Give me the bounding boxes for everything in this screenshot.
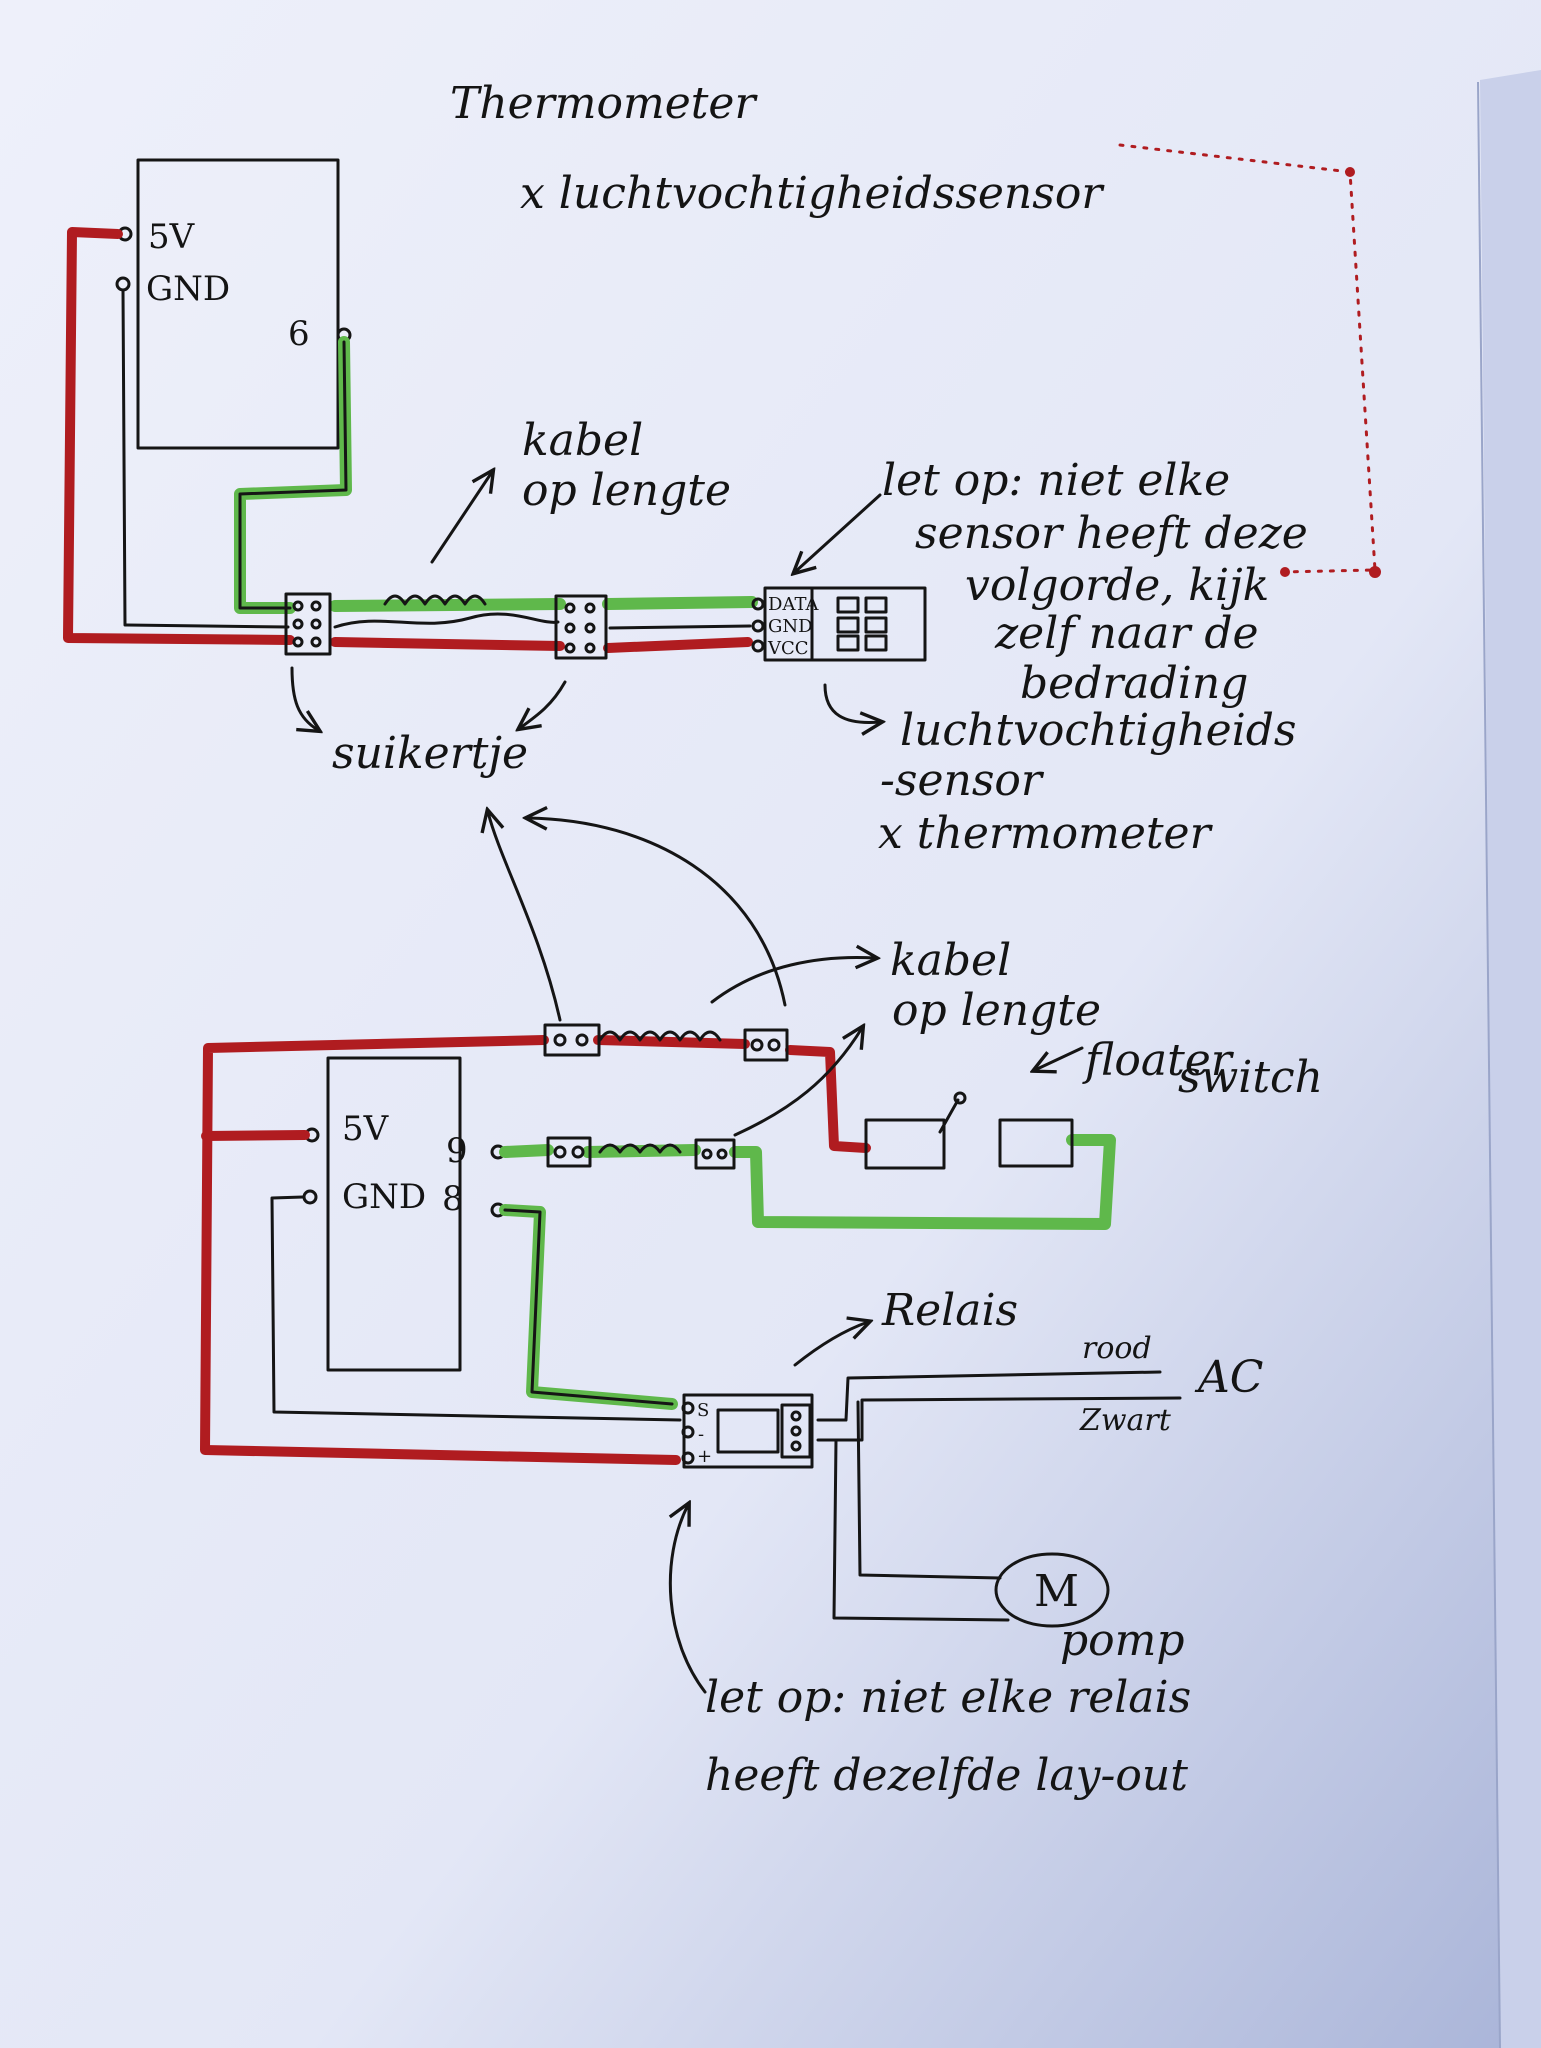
arrow-cable-bottom-1 <box>710 958 875 1004</box>
wire-gnd-top <box>121 288 290 629</box>
cable-note-bottom-2: op lengte <box>892 985 1101 1036</box>
arrow-sensor-label <box>823 683 880 723</box>
sensor-pin-vcc: VCC <box>767 638 809 659</box>
wire-ac-zwart <box>816 1396 1182 1442</box>
terminal-block-bottom-red-2 <box>743 1028 789 1062</box>
wire-pump-2 <box>832 1438 1010 1622</box>
arrow-warning-top <box>795 493 882 572</box>
humidity-sensor-module <box>751 586 927 662</box>
sensor-pin-data: DATA <box>768 594 819 615</box>
pump-motor <box>994 1552 1110 1628</box>
arduino-board-bottom <box>326 1056 462 1372</box>
motor-symbol: M <box>1034 1566 1079 1617</box>
sensor-label-2: -sensor <box>880 755 1045 806</box>
cable-note-top-2: op lengte <box>522 465 731 516</box>
relay-pin-minus: - <box>698 1424 704 1445</box>
title-line-2: x luchtvochtigheidssensor <box>520 168 1105 219</box>
float-switch-label-1: floater <box>1082 1035 1235 1086</box>
connector-label: suikertje <box>332 728 528 779</box>
wire-5v-top <box>63 227 295 645</box>
svg-text:let op: niet elke: let op: niet elke <box>882 455 1230 506</box>
pin-5v-top: 5V <box>148 217 196 257</box>
wire-pin9-bottom <box>499 1144 554 1158</box>
pin-gnd-top: GND <box>146 269 230 309</box>
sensor-label-1: luchtvochtigheids <box>900 705 1297 756</box>
relay-note-1: let op: niet elke relais <box>705 1672 1191 1723</box>
relay-pin-plus: + <box>697 1446 712 1467</box>
terminal-block-top-left <box>284 592 332 656</box>
sensor-pin-gnd: GND <box>768 616 813 637</box>
wire-5v-bottom <box>201 1130 310 1141</box>
pin-5v-bottom: 5V <box>342 1109 390 1149</box>
wire-ac-rood <box>816 1370 1162 1422</box>
arrow-cable-bottom-2 <box>733 1028 862 1137</box>
arrow-to-connector-label-1 <box>488 812 562 1022</box>
wire-zwart-label: Zwart <box>1079 1403 1172 1438</box>
arrow-float-switch <box>1035 1046 1084 1070</box>
terminal-block-top-right <box>554 594 608 660</box>
svg-text:volgorde, kijk: volgorde, kijk <box>965 560 1269 611</box>
red-dotted-bracket <box>1118 143 1377 574</box>
arduino-board-top <box>136 158 340 450</box>
svg-text:sensor heeft deze: sensor heeft deze <box>915 508 1308 559</box>
sensor-label-3: x thermometer <box>878 808 1214 859</box>
float-switch <box>864 1091 1074 1170</box>
pump-label: pomp <box>1060 1615 1185 1666</box>
arrow-cable-top <box>430 472 492 564</box>
arrow-to-connector-label-2 <box>528 818 787 1007</box>
relay-note-2: heeft dezelfde lay-out <box>705 1750 1188 1801</box>
cable-note-top-1: kabel <box>522 415 643 466</box>
wire-rood-label: rood <box>1082 1331 1152 1366</box>
relay-module <box>681 1393 814 1469</box>
ac-label: AC <box>1194 1352 1263 1403</box>
pin-9-bottom: 9 <box>446 1131 468 1171</box>
float-switch-label-2: switch <box>1178 1052 1323 1103</box>
warning-note-top: let op: niet elke sensor heeft deze volg… <box>882 455 1308 709</box>
pin-6-top: 6 <box>288 314 310 354</box>
svg-text:zelf naar de: zelf naar de <box>994 608 1259 659</box>
arrow-relay-label <box>793 1322 868 1367</box>
relay-pin-s: S <box>697 1400 709 1421</box>
pin-gnd-bottom: GND <box>342 1177 426 1217</box>
cable-note-bottom-1: kabel <box>890 935 1011 986</box>
title-line-1: Thermometer <box>450 78 758 129</box>
relay-label: Relais <box>881 1285 1018 1336</box>
terminal-block-bottom-green-2 <box>694 1138 736 1170</box>
terminal-block-bottom-green-1 <box>546 1136 592 1168</box>
svg-text:bedrading: bedrading <box>1020 658 1248 709</box>
pin-8-bottom: 8 <box>442 1179 464 1219</box>
arrow-relay-note <box>670 1505 707 1694</box>
wire-pump-1 <box>856 1400 1002 1580</box>
wire-gnd-bottom <box>270 1195 682 1422</box>
